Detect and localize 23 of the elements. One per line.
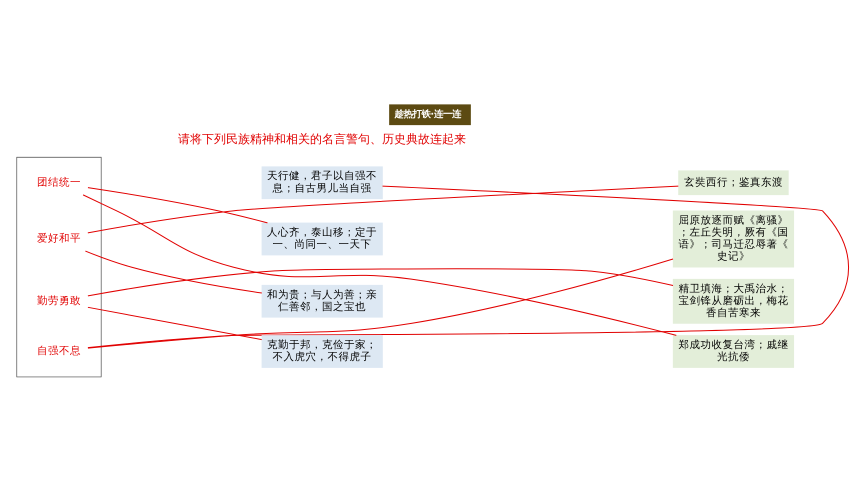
connector (85, 250, 262, 294)
connector (88, 306, 262, 340)
connector (88, 258, 674, 349)
node-box: 和为贵；与人为善；亲仁善邻，国之宝也 (262, 284, 383, 318)
node-box: 精卫填海；大禹治水；宝剑锋从磨砺出，梅花香自苦寒来 (672, 278, 794, 324)
node-text: 勤劳勇敢 (36, 294, 81, 307)
node-text: 爱好和平 (36, 232, 81, 245)
node-box: 天行健，君子以自强不息；自古男儿当自强 (262, 166, 383, 200)
node-box: 郑成功收复台湾；戚继光抗倭 (672, 335, 794, 368)
cluster (16, 156, 102, 378)
node-text: 团结统一 (36, 175, 81, 188)
node-box: 人心齐，泰山移；定于一、尚同一、一天下 (262, 222, 383, 256)
node-box: 克勤于邦，克俭于家；不入虎穴，不得虎子 (262, 335, 383, 368)
connector (88, 268, 674, 296)
connector (88, 187, 268, 224)
diagram-title: 趁热打铁·连一连 (394, 108, 462, 120)
label: 请将下列民族精神和相关的名言警句、历史典故连起来 (178, 132, 466, 146)
node-box: 屈原放逐而赋《离骚》；左丘失明，厥有《国语》；司马迁忍辱著《史记》 (672, 210, 794, 268)
connector (88, 186, 678, 234)
connector (88, 186, 849, 348)
node-text: 自强不息 (36, 344, 81, 358)
node-box: 玄奘西行；鉴真东渡 (678, 170, 789, 196)
connector (82, 194, 676, 336)
